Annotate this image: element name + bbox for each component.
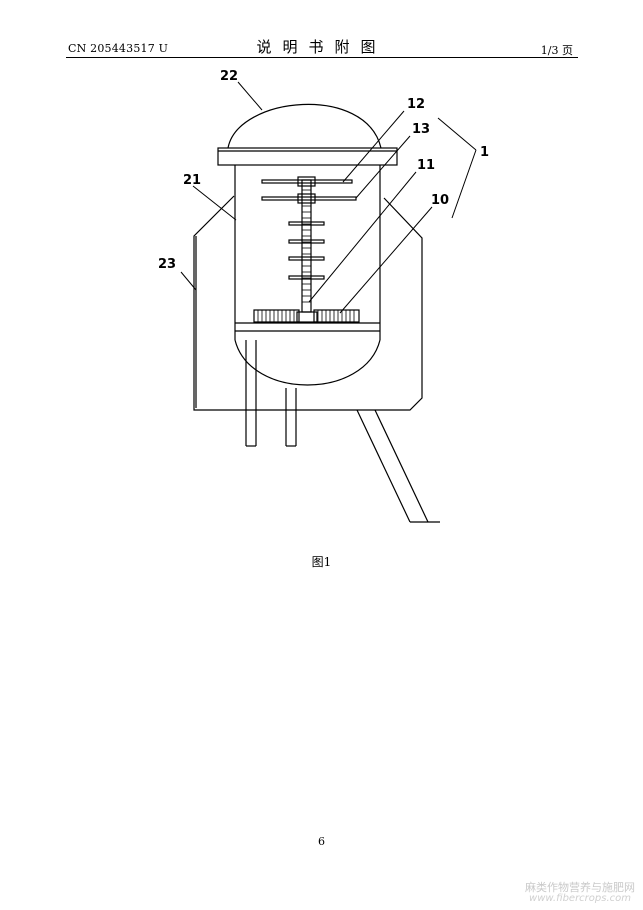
callout-1: 1 [480,145,489,160]
discharge-chute [356,409,440,523]
callout-22: 22 [220,69,238,84]
header-rule [66,57,578,58]
leader-lines [180,81,477,314]
outer-housing [193,195,423,411]
watermark-site-url: www.fibercrops.com [529,893,631,904]
publication-number: CN 205443517 U [68,42,169,55]
inner-tank [234,165,381,386]
page-number: 6 [318,835,325,848]
callout-11: 11 [417,158,435,173]
stirring-blades [261,176,357,280]
top-lid [217,103,398,166]
figure-caption: 图1 [311,555,332,569]
outlet-pipes [245,340,297,447]
callout-12: 12 [407,97,425,112]
callout-21: 21 [183,173,201,188]
callout-23: 23 [158,257,176,272]
bottom-gear [253,309,360,323]
watermark-site-name: 麻类作物营养与施肥网 [525,881,635,894]
page-of-total: 1/3 页 [540,44,573,57]
callout-13: 13 [412,122,430,137]
section-title: 说明书附图 [256,38,387,56]
callout-10: 10 [431,193,449,208]
